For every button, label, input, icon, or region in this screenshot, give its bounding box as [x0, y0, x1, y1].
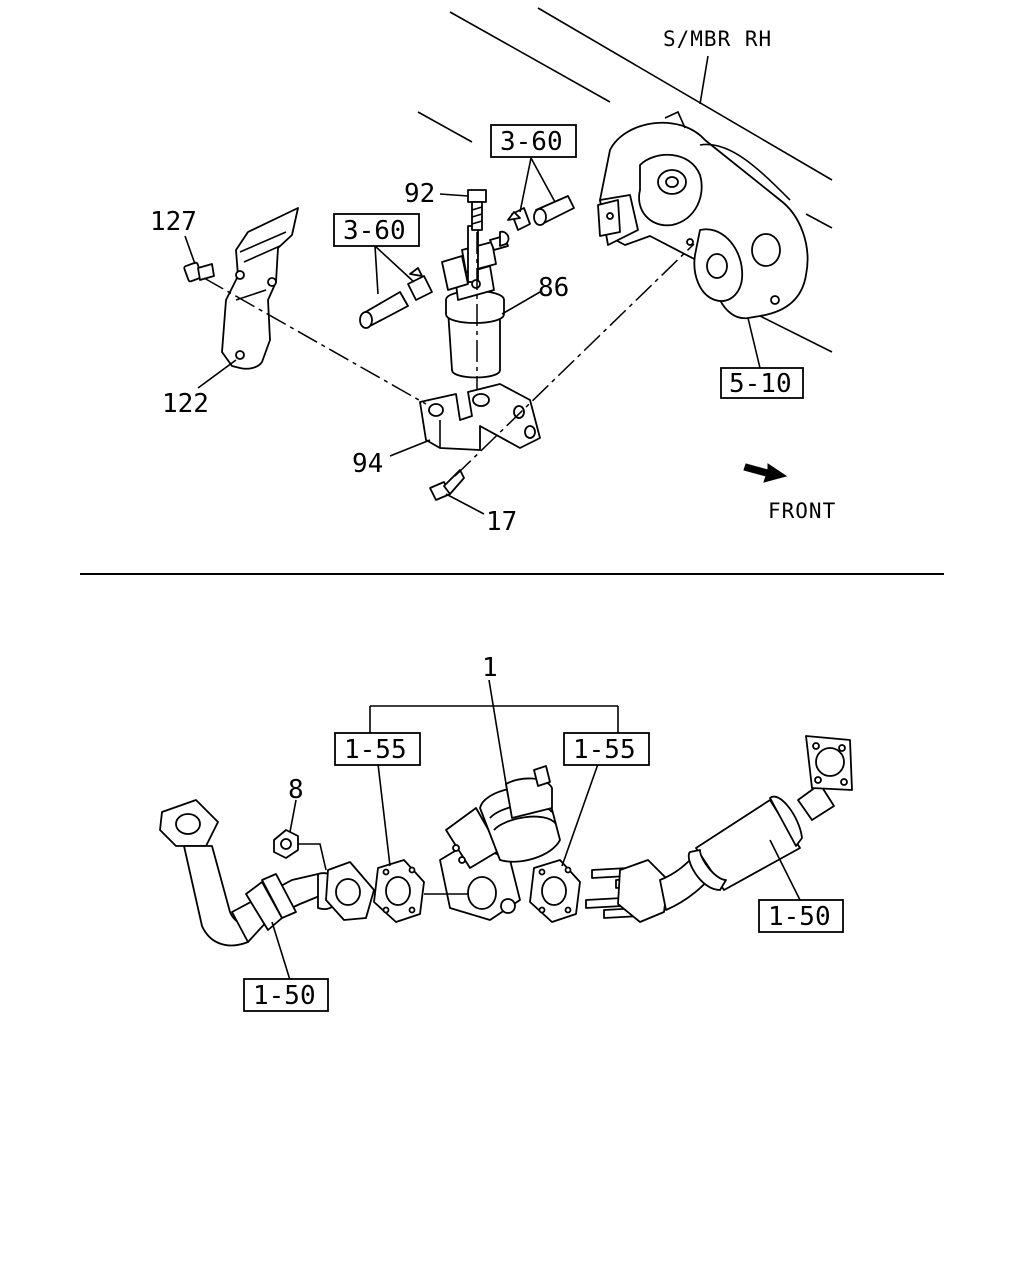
- upper-leader-lines: [184, 55, 761, 515]
- ref-box-1-50-right: 1-50: [758, 899, 844, 933]
- bracket-part-94: [419, 383, 541, 451]
- svg-text:1-50: 1-50: [253, 981, 316, 1011]
- nut-part-8: [273, 829, 327, 871]
- callout-1: 1: [482, 653, 498, 683]
- callout-94: 94: [352, 449, 383, 479]
- svg-text:1-55: 1-55: [344, 735, 407, 765]
- callout-127: 127: [150, 207, 197, 237]
- ref-box-1-55-left: 1-55: [334, 732, 421, 766]
- callout-92: 92: [404, 179, 435, 209]
- callout-17: 17: [486, 507, 517, 537]
- ref-box-1-50-left: 1-50: [243, 978, 329, 1012]
- side-member-label: S/MBR RH: [663, 27, 772, 51]
- heat-shield-part-122: [221, 207, 299, 370]
- svg-text:5-10: 5-10: [729, 369, 792, 399]
- assembly-guide-lines: [203, 243, 695, 477]
- front-exhaust-pipe: [159, 799, 375, 947]
- hose-set-right: [507, 195, 575, 231]
- bolt-part-127: [183, 261, 215, 283]
- bolt-part-17: [429, 469, 465, 501]
- front-arrow-icon: [743, 463, 788, 483]
- exhaust-valve-part-1: [439, 765, 561, 921]
- callout-86: 86: [538, 273, 569, 303]
- callout-8: 8: [288, 775, 304, 805]
- callout-122: 122: [162, 389, 209, 419]
- ref-box-5-10: 5-10: [720, 367, 804, 399]
- engine-mount-bracket: [597, 110, 809, 320]
- lower-leader-lines: [271, 679, 801, 981]
- svg-text:1-55: 1-55: [573, 735, 636, 765]
- hose-set-left: [359, 267, 433, 329]
- upper-assembly: S/MBR RH FRONT 127 122 92 86 94 17 3-60 …: [150, 7, 836, 537]
- gasket-right: [529, 859, 581, 923]
- canister-part-86: [441, 225, 510, 379]
- bolt-part-92: [467, 189, 487, 400]
- catalytic-converter-pipe: [617, 735, 853, 923]
- ref-box-3-60-top: 3-60: [490, 124, 577, 158]
- ref-box-1-55-right: 1-55: [563, 732, 650, 766]
- front-label: FRONT: [768, 499, 836, 523]
- lower-assembly: 1 8 1-55 1-55 1-50 1-50: [159, 653, 853, 1012]
- svg-text:3-60: 3-60: [343, 216, 406, 246]
- gasket-left: [373, 859, 425, 923]
- svg-text:3-60: 3-60: [500, 127, 563, 157]
- svg-text:1-50: 1-50: [768, 902, 831, 932]
- ref-box-3-60-left: 3-60: [333, 213, 420, 247]
- side-member-outline: [417, 7, 833, 353]
